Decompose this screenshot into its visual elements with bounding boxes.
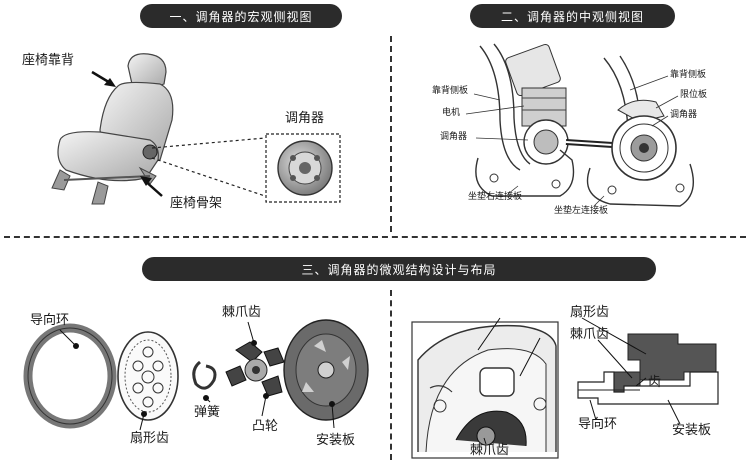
label-section-guide-ring: 导向环 <box>578 417 618 432</box>
label-sector-gear: 扇形齿 <box>130 431 170 446</box>
divider-bottom <box>390 290 392 460</box>
label-pawl: 棘爪齿 <box>222 305 262 320</box>
header-macro-view: 一、调角器的宏观侧视图 <box>140 4 342 28</box>
header-micro-view: 三、调角器的微观结构设计与布局 <box>142 257 656 281</box>
label-limit-plate: 限位板 <box>680 90 708 100</box>
label-section-tooth: 齿 <box>648 375 662 390</box>
label-cam: 凸轮 <box>252 419 279 434</box>
label-section-mount-plate: 安装板 <box>672 423 712 438</box>
label-right-connect-plate: 坐垫右连接板 <box>468 192 523 202</box>
label-section-pawl-bottom: 棘爪齿 <box>470 443 510 458</box>
divider-middle <box>4 236 746 238</box>
label-recliner-left: 调角器 <box>440 132 468 142</box>
label-section-pawl: 棘爪齿 <box>570 327 610 342</box>
header-meso-view: 二、调角器的中观侧视图 <box>470 4 675 28</box>
label-section-sector-gear: 扇形齿 <box>570 305 610 320</box>
label-backrest-plate-right: 靠背侧板 <box>670 70 707 80</box>
label-seat-back: 座椅靠背 <box>22 53 75 68</box>
label-backrest-plate-left: 靠背侧板 <box>432 86 469 96</box>
divider-top <box>390 36 392 232</box>
label-recliner-macro: 调角器 <box>285 111 325 126</box>
label-motor: 电机 <box>442 108 461 118</box>
label-left-connect-plate: 坐垫左连接板 <box>554 206 609 216</box>
label-recliner-right: 调角器 <box>670 110 698 120</box>
label-mount-plate: 安装板 <box>316 433 356 448</box>
label-guide-ring: 导向环 <box>30 313 70 328</box>
label-seat-frame: 座椅骨架 <box>170 196 223 211</box>
label-spring: 弹簧 <box>194 405 221 420</box>
